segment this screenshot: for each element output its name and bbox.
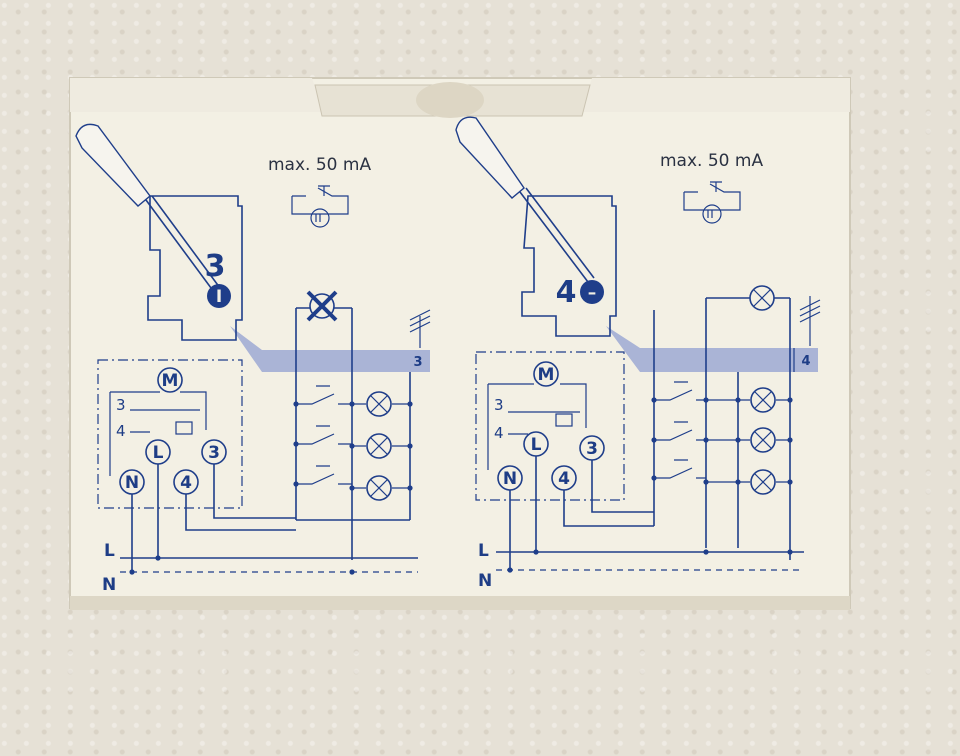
- box-bottom-edge: [70, 596, 850, 610]
- right-band: [606, 326, 818, 372]
- svg-text:N: N: [125, 473, 139, 493]
- box-panel: [69, 77, 851, 609]
- left-max-label: max. 50 mA: [268, 155, 371, 175]
- right-num-4: 4: [494, 424, 504, 442]
- product-box: [69, 77, 851, 610]
- right-relay-icon: [555, 413, 573, 427]
- left-step-number: 3: [205, 249, 226, 284]
- right-pushbutton-icon: [683, 181, 741, 224]
- left-step-mark: I: [216, 287, 222, 307]
- svg-text:L: L: [531, 435, 542, 455]
- svg-text:M: M: [162, 371, 179, 391]
- box-tab-notch: [416, 82, 484, 118]
- left-diagram: 3 3 I max. 50 mA 3 4: [75, 123, 431, 595]
- left-hash-icon: [409, 309, 431, 348]
- left-num-4: 4: [116, 422, 126, 440]
- right-step-number: 4: [556, 275, 577, 310]
- left-band: [230, 326, 430, 372]
- svg-text:L: L: [153, 443, 164, 463]
- right-wiring: [509, 456, 654, 570]
- svg-text:3: 3: [586, 439, 598, 459]
- right-device-box: [475, 351, 625, 501]
- svg-text:3: 3: [208, 443, 220, 463]
- right-step-mark: –: [588, 283, 597, 303]
- right-step-dial-icon: [580, 280, 604, 304]
- left-rail-L-label: L: [104, 541, 115, 561]
- right-diagram: 4 4 – max. 50 mA 3 4: [455, 116, 821, 591]
- box-top-flap: [70, 78, 850, 112]
- right-hash-icon: [799, 296, 821, 346]
- right-rail-N-label: N: [478, 571, 492, 591]
- left-device-outline: [147, 195, 243, 341]
- left-relay-icon: [175, 421, 193, 435]
- left-band-tag-bg: [406, 350, 430, 372]
- svg-text:M: M: [538, 365, 555, 385]
- svg-text:4: 4: [558, 469, 570, 489]
- right-rail-L-label: L: [478, 541, 489, 561]
- left-screwdriver-icon: [75, 123, 221, 293]
- left-band-tag: 3: [413, 355, 422, 370]
- left-wiring: [131, 464, 296, 572]
- left-device-box: [97, 359, 243, 509]
- right-pushbuttons: [653, 310, 706, 526]
- right-band-tag: 4: [801, 354, 810, 369]
- right-screwdriver-icon: [455, 116, 595, 283]
- right-max-label: max. 50 mA: [660, 151, 763, 171]
- right-device-outline: [521, 195, 617, 337]
- left-junction-dots: [129, 401, 413, 575]
- left-step-dial-icon: [207, 284, 231, 308]
- left-lamp-crossed-icon: [306, 290, 338, 322]
- right-junction-dots: [507, 397, 793, 573]
- left-rail-N-label: N: [102, 575, 116, 595]
- left-pushbutton-icon: [291, 185, 349, 228]
- left-num-3: 3: [116, 396, 126, 414]
- right-num-3: 3: [494, 396, 504, 414]
- svg-text:N: N: [503, 469, 517, 489]
- right-circle-M: M: [533, 361, 559, 387]
- left-circle-M: M: [157, 367, 183, 393]
- svg-text:4: 4: [180, 473, 192, 493]
